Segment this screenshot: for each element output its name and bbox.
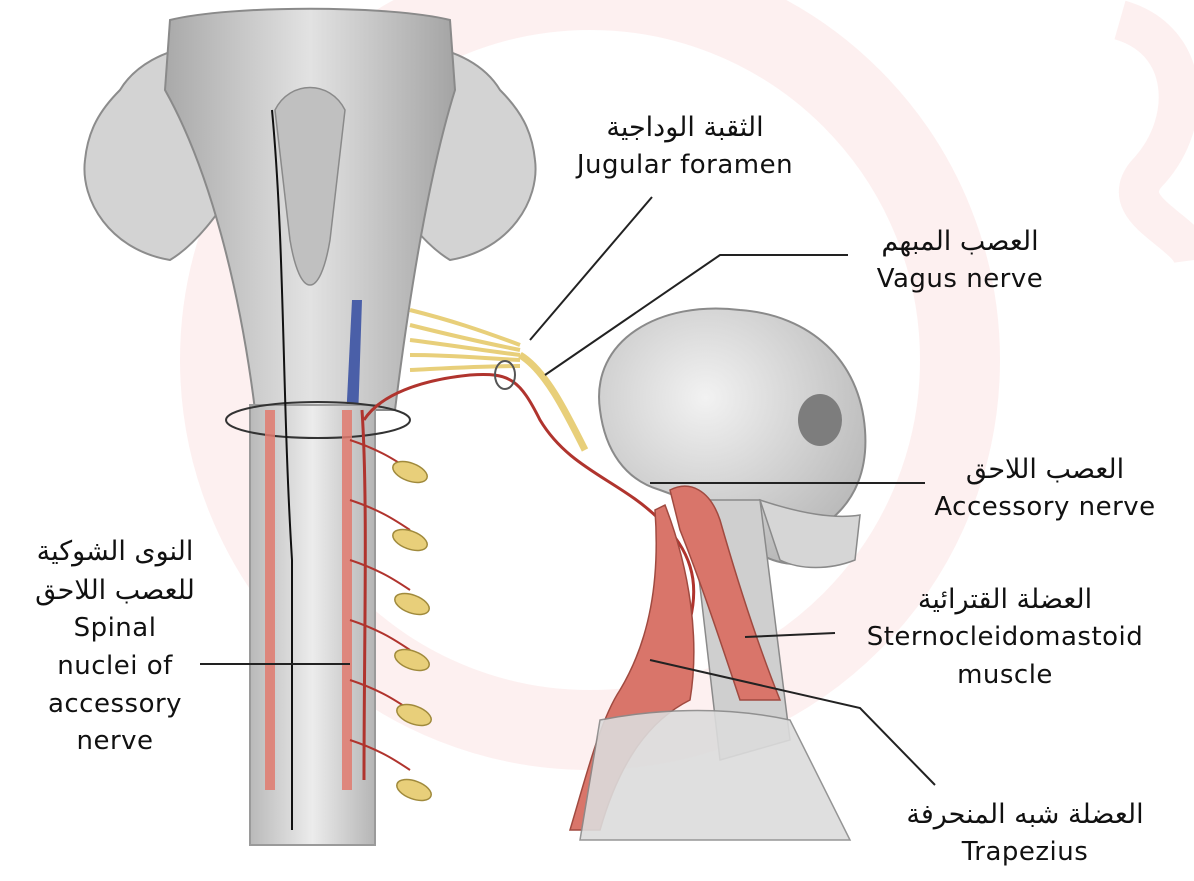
label-jugular-foramen-ar: الثقبة الوداجية (520, 108, 850, 147)
label-spinal-nuclei: النوى الشوكية للعصب اللاحق Spinal nuclei… (0, 532, 230, 761)
label-spinal-nuclei-en-4: nerve (0, 723, 230, 761)
label-sternocleidomastoid-ar: العضلة القترائية (830, 580, 1180, 619)
label-spinal-nuclei-ar-1: النوى الشوكية (0, 532, 230, 571)
label-spinal-nuclei-en-1: Spinal (0, 610, 230, 648)
label-sternocleidomastoid-en-2: muscle (830, 657, 1180, 695)
label-trapezius: العضلة شبه المنحرفة Trapezius (870, 795, 1180, 872)
label-trapezius-en: Trapezius (870, 834, 1180, 872)
label-trapezius-ar: العضلة شبه المنحرفة (870, 795, 1180, 834)
label-accessory-nerve-ar: العصب اللاحق (900, 450, 1190, 489)
label-vagus-nerve-ar: العصب المبهم (835, 222, 1085, 261)
orbit (798, 394, 842, 446)
clavicle-shoulder (580, 711, 850, 840)
spinal-nucleus-left (265, 410, 275, 790)
watermark-s-shape (1120, 20, 1194, 260)
label-vagus-nerve: العصب المبهم Vagus nerve (835, 222, 1085, 299)
label-jugular-foramen: الثقبة الوداجية Jugular foramen (520, 108, 850, 185)
label-accessory-nerve-en: Accessory nerve (900, 489, 1190, 527)
label-spinal-nuclei-en-2: nuclei of (0, 648, 230, 686)
label-spinal-nuclei-ar-2: للعصب اللاحق (0, 571, 230, 610)
spinal-nucleus-right (342, 410, 352, 790)
label-sternocleidomastoid-en-1: Sternocleidomastoid (830, 619, 1180, 657)
label-vagus-nerve-en: Vagus nerve (835, 261, 1085, 299)
skull-neck-figure (570, 308, 865, 840)
leader-jugular (530, 197, 652, 340)
label-sternocleidomastoid: العضلة القترائية Sternocleidomastoid mus… (830, 580, 1180, 695)
label-accessory-nerve: العصب اللاحق Accessory nerve (900, 450, 1190, 527)
label-jugular-foramen-en: Jugular foramen (520, 147, 850, 185)
label-spinal-nuclei-en-3: accessory (0, 686, 230, 724)
